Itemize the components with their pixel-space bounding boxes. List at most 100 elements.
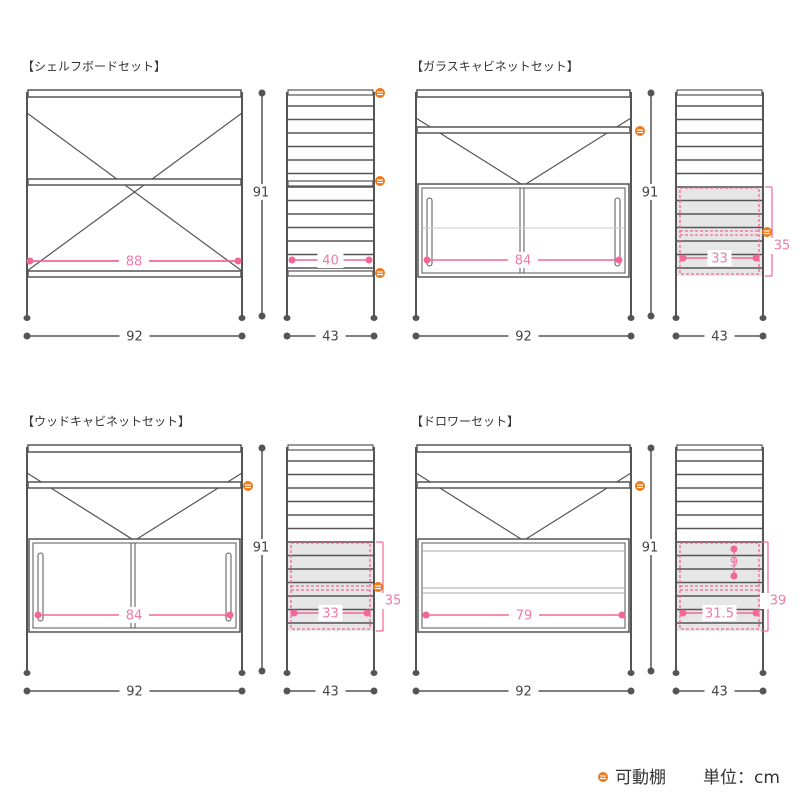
unit-label: 単位：cm bbox=[703, 768, 780, 788]
middle-shelf bbox=[27, 178, 242, 186]
cabinet-height-label: 35 bbox=[385, 594, 402, 609]
bottom-shelf bbox=[27, 270, 242, 278]
upper-shelf bbox=[27, 481, 242, 489]
dim-dot bbox=[422, 611, 430, 619]
panel-title: 【ガラスキャビネットセット】 bbox=[411, 60, 579, 74]
top-board bbox=[416, 89, 631, 98]
dim-dot bbox=[363, 609, 371, 617]
dim-dot bbox=[365, 256, 373, 264]
dim-dot bbox=[759, 332, 767, 340]
adjustable-shelf-icon-circle bbox=[375, 88, 385, 98]
adjustable-shelf-icon bbox=[373, 582, 383, 592]
label-background bbox=[119, 253, 149, 269]
adjustable-shelf-icon-circle bbox=[635, 481, 645, 491]
door-handle bbox=[37, 552, 44, 622]
label-background bbox=[315, 683, 346, 699]
adjustable-shelf-icon-circle bbox=[598, 772, 608, 782]
label-background bbox=[119, 683, 150, 699]
foot bbox=[238, 670, 246, 676]
label-background bbox=[508, 252, 538, 268]
dimension-label: 88 bbox=[126, 255, 143, 270]
label-background bbox=[509, 607, 539, 623]
dimension-label: 84 bbox=[515, 254, 532, 269]
dim-dot bbox=[34, 611, 42, 619]
label-background bbox=[253, 539, 271, 555]
dim-dot bbox=[258, 312, 266, 320]
height-label: 91 bbox=[253, 186, 270, 201]
dimension-label: 92 bbox=[126, 330, 143, 345]
dim-dot bbox=[730, 545, 738, 553]
top-board bbox=[416, 444, 631, 453]
top-board bbox=[27, 444, 242, 453]
dim-dot bbox=[627, 687, 635, 695]
dimension-label: 33 bbox=[322, 607, 339, 622]
label-background bbox=[704, 328, 735, 344]
side-shelf bbox=[287, 270, 374, 277]
dim-dot bbox=[412, 332, 420, 340]
height-label: 91 bbox=[642, 186, 659, 201]
front-view: 84 bbox=[412, 89, 635, 321]
dim-dot bbox=[730, 572, 738, 580]
foot bbox=[283, 670, 291, 676]
dim-dot bbox=[258, 667, 266, 675]
label-background bbox=[119, 607, 149, 623]
dimension-label: 92 bbox=[126, 685, 143, 700]
dim-dot bbox=[672, 687, 680, 695]
dim-dot bbox=[226, 611, 234, 619]
foot bbox=[759, 670, 767, 676]
label-background bbox=[317, 252, 344, 268]
adjustable-shelf-icon-circle bbox=[635, 126, 645, 136]
foot bbox=[23, 670, 31, 676]
dim-dot bbox=[23, 332, 31, 340]
adjustable-shelf-icon-circle bbox=[243, 481, 253, 491]
dim-dot bbox=[283, 332, 291, 340]
dim-dot bbox=[672, 332, 680, 340]
height-label: 91 bbox=[642, 541, 659, 556]
label-background bbox=[318, 605, 343, 621]
front-view: 88 bbox=[23, 89, 246, 321]
dim-dot bbox=[258, 444, 266, 452]
foot bbox=[283, 315, 291, 321]
door-handle bbox=[225, 552, 232, 622]
label-background bbox=[707, 250, 732, 266]
cabinet-inner bbox=[421, 542, 626, 629]
dimension-label: 33 bbox=[711, 252, 728, 267]
legend: 可動棚単位：cm bbox=[598, 768, 780, 788]
foot bbox=[412, 315, 420, 321]
foot bbox=[412, 670, 420, 676]
side-top-board bbox=[287, 89, 374, 96]
dim-dot bbox=[234, 257, 242, 265]
adjustable-shelf-icon bbox=[762, 227, 772, 237]
dim-dot bbox=[288, 256, 296, 264]
adjustable-shelf-icon-circle bbox=[762, 227, 772, 237]
dimension-label: 92 bbox=[515, 685, 532, 700]
foot bbox=[370, 670, 378, 676]
height-label: 91 bbox=[253, 541, 270, 556]
dimension-label: 84 bbox=[126, 609, 143, 624]
dim-dot bbox=[618, 611, 626, 619]
dimension-label: 43 bbox=[711, 330, 728, 345]
panel-title: 【ドロワーセット】 bbox=[411, 415, 519, 429]
door-handle bbox=[426, 197, 433, 267]
cabinet-height-label: 35 bbox=[774, 239, 791, 254]
adjustable-shelf-icon bbox=[635, 481, 645, 491]
dim-dot bbox=[370, 687, 378, 695]
label-background bbox=[508, 328, 539, 344]
foot bbox=[672, 315, 680, 321]
door-handle bbox=[614, 197, 621, 267]
side-top-board bbox=[676, 89, 763, 96]
dim-dot bbox=[238, 332, 246, 340]
foot bbox=[627, 670, 635, 676]
label-background bbox=[704, 683, 735, 699]
dim-dot bbox=[370, 332, 378, 340]
dimension-label: 31.5 bbox=[705, 607, 734, 622]
dim-dot bbox=[423, 256, 431, 264]
panel-title: 【シェルフボードセット】 bbox=[22, 60, 166, 74]
adjustable-shelf-icon bbox=[598, 772, 608, 782]
front-view: 84 bbox=[23, 444, 246, 676]
label-background bbox=[508, 683, 539, 699]
upper-shelf bbox=[416, 126, 631, 134]
